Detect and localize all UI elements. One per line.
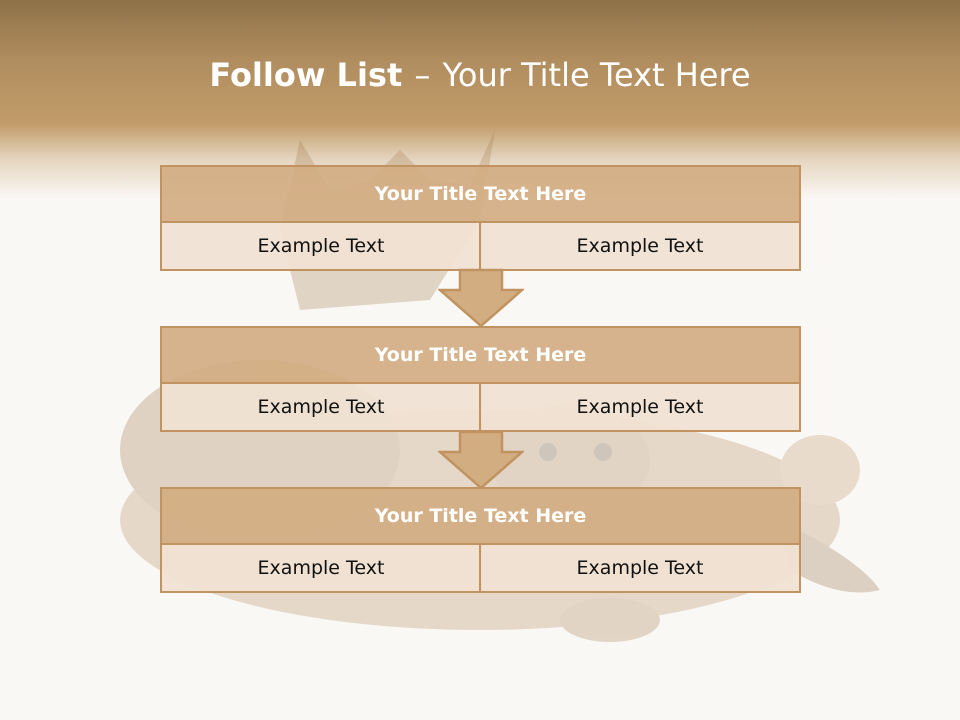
- step-title: Your Title Text Here: [160, 326, 801, 384]
- step-cell-right: Example Text: [479, 382, 801, 432]
- down-arrow-icon: [438, 268, 524, 328]
- title-rest-part: Your Title Text Here: [442, 56, 751, 94]
- step-cell-right: Example Text: [479, 221, 801, 271]
- page-title: Follow List – Your Title Text Here: [0, 56, 960, 94]
- step-cell-left: Example Text: [160, 221, 482, 271]
- step-block-1: Your Title Text Here Example Text Exampl…: [160, 165, 801, 271]
- step-cell-left: Example Text: [160, 382, 482, 432]
- title-bold-part: Follow List: [209, 56, 403, 94]
- step-title: Your Title Text Here: [160, 487, 801, 545]
- step-cell-right: Example Text: [479, 543, 801, 593]
- step-block-3: Your Title Text Here Example Text Exampl…: [160, 487, 801, 593]
- step-title: Your Title Text Here: [160, 165, 801, 223]
- step-cell-left: Example Text: [160, 543, 482, 593]
- down-arrow-icon: [438, 430, 524, 490]
- step-block-2: Your Title Text Here Example Text Exampl…: [160, 326, 801, 432]
- title-separator: –: [414, 56, 431, 94]
